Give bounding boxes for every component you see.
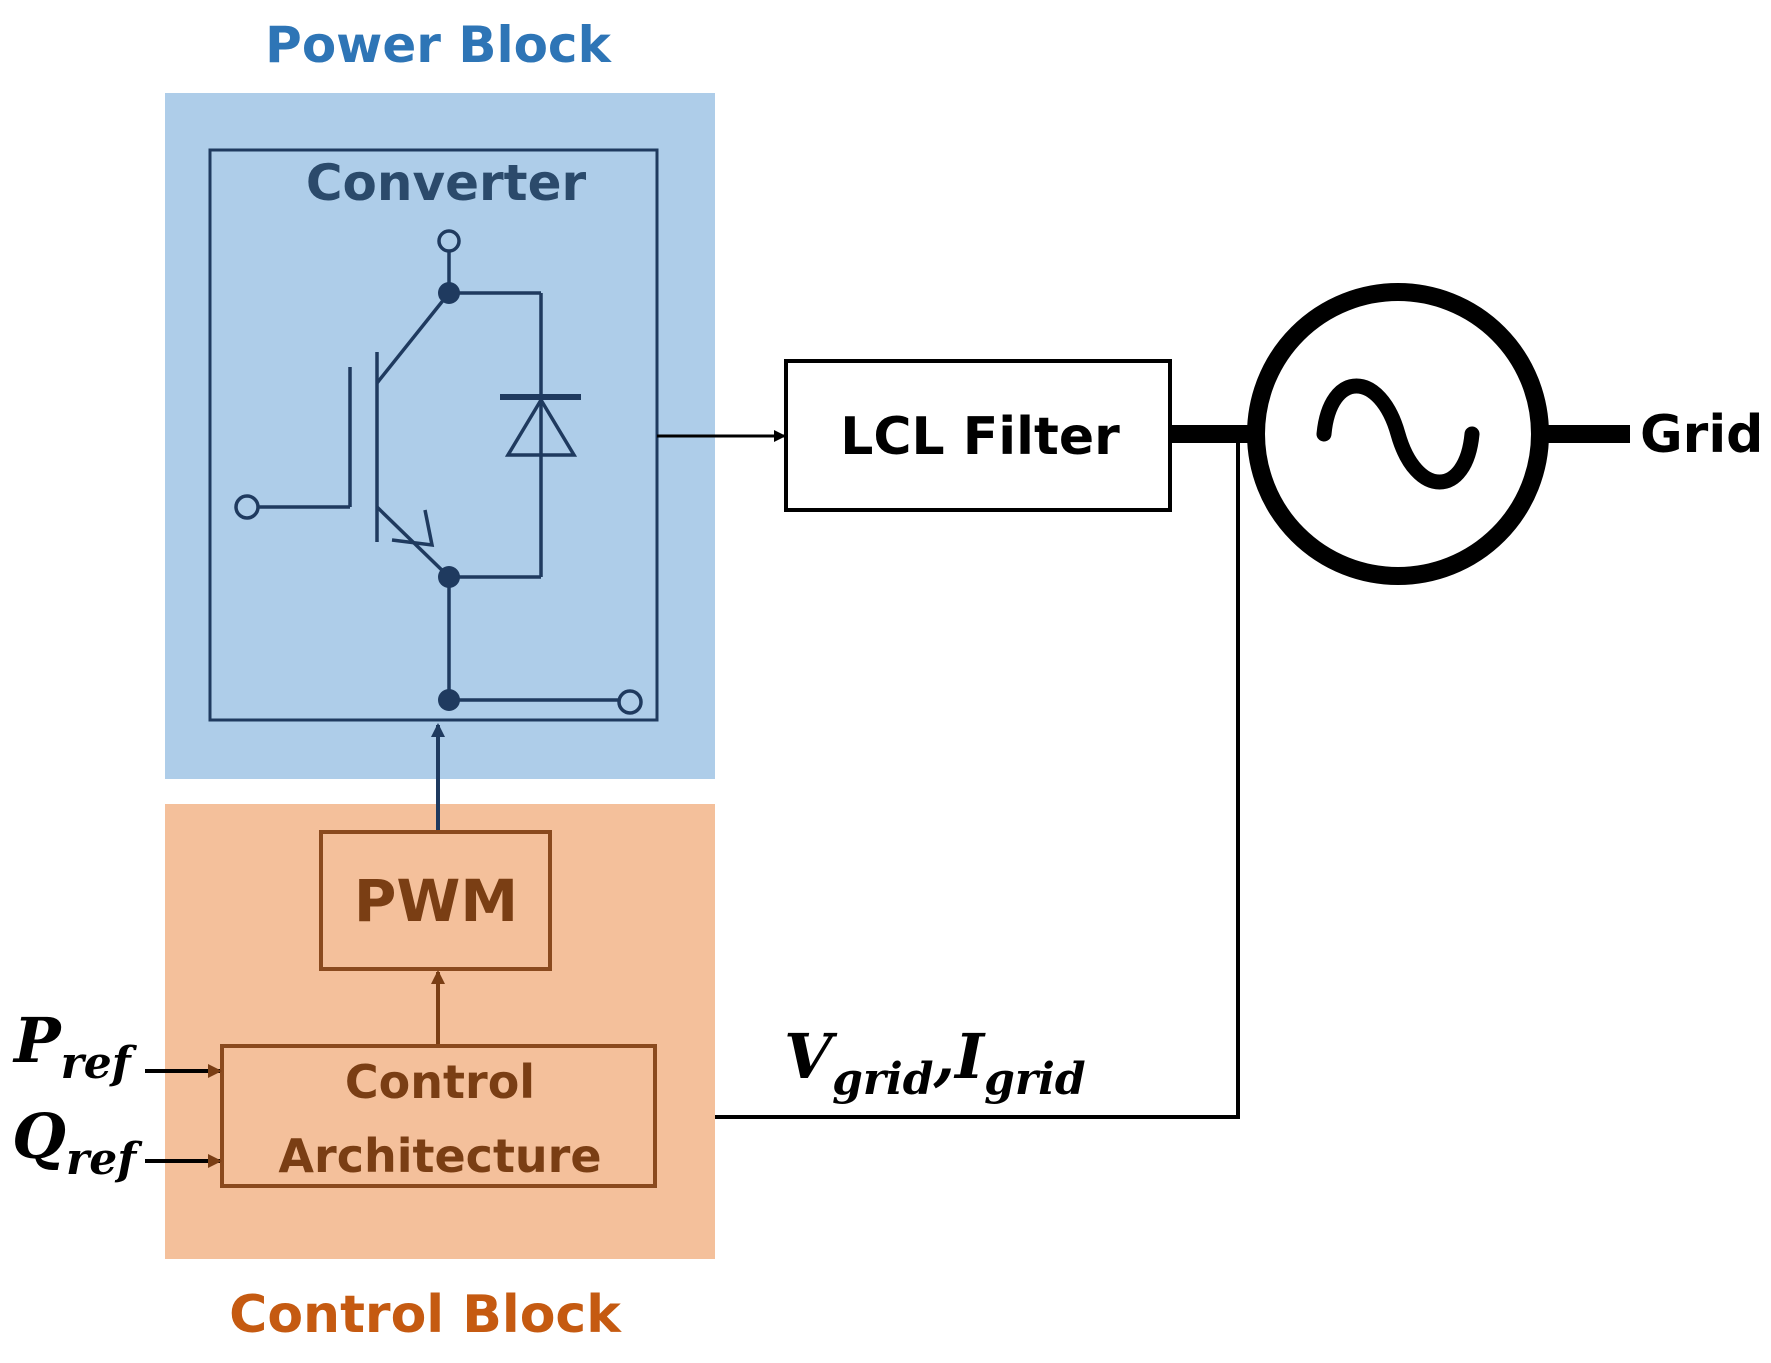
q-ref-main: Q [12,1100,66,1173]
v-grid-sub: grid [832,1054,933,1105]
control-block-title: Control Block [229,1285,622,1345]
sine-wave-icon [1316,378,1480,490]
p-ref-label: Pref [12,1004,138,1089]
power-block-title: Power Block [265,16,612,74]
q-ref-sub: ref [66,1134,143,1185]
p-ref-main: P [12,1004,63,1077]
circuit-junction-dots [438,282,460,711]
pwm-label: PWM [354,867,518,935]
i-grid-sub: grid [984,1054,1085,1105]
lcl-filter-label: LCL Filter [840,407,1120,467]
grid-label: Grid [1640,405,1763,465]
v-grid-main: V [784,1020,838,1093]
grid-feedback-line [660,443,1240,1119]
lcl-filter-box [784,359,1172,512]
feedback-separator: , [933,1020,956,1093]
igbt-circuit-symbol [234,229,643,715]
power-block-region [165,93,715,779]
pwm-box [319,830,552,971]
control-architecture-label-line2: Architecture [278,1129,601,1183]
feedback-signal-label: Vgrid,Igrid [784,1020,1086,1105]
i-grid-main: I [953,1020,986,1093]
converter-label: Converter [306,154,587,212]
q-ref-label: Qref [12,1100,143,1185]
control-architecture-box [220,1044,657,1188]
control-architecture-label-line1: Control [345,1055,535,1109]
p-ref-sub: ref [61,1038,138,1089]
